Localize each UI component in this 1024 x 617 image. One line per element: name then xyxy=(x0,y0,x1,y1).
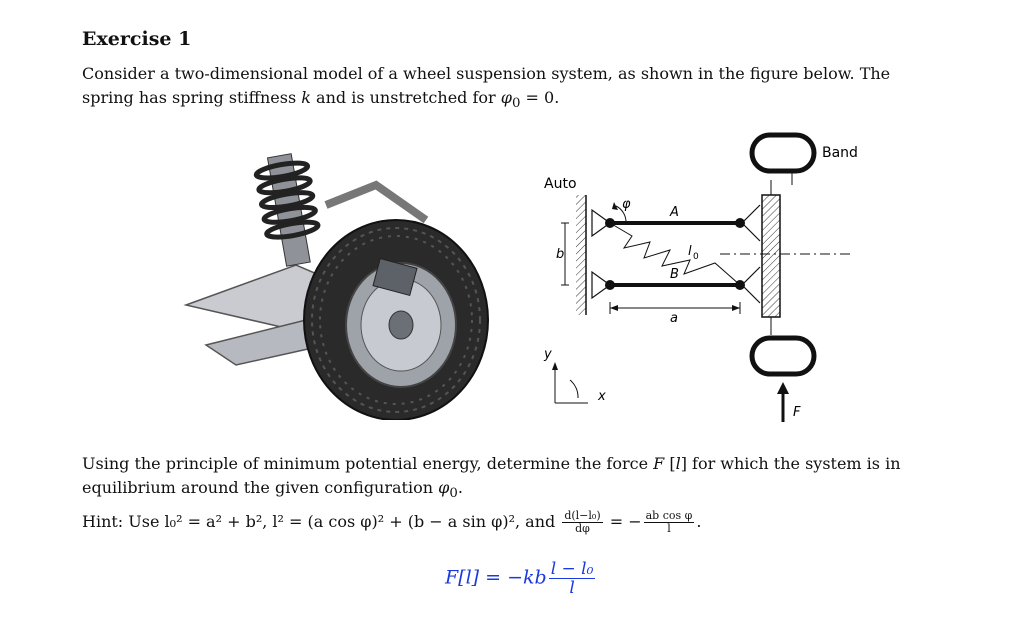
using-line1-c: ] for which the system is in xyxy=(680,454,901,473)
label-a-arm: A xyxy=(669,205,679,220)
hint-suffix: . xyxy=(696,512,702,531)
hint-fraction-1: d(l−l₀)dφ xyxy=(562,509,603,535)
answer-num: l − l₀ xyxy=(548,559,596,579)
intro-line2-a: spring has spring stiffness xyxy=(82,88,302,107)
label-band: Band xyxy=(822,145,858,161)
intro-phi0-sub: 0 xyxy=(511,96,521,112)
hint-frac2-num: ab cos φ xyxy=(643,509,695,523)
answer-lhs: F[l] = −kb xyxy=(445,566,547,589)
hint-prefix: Hint: Use xyxy=(82,512,165,531)
intro-phi0: φ xyxy=(500,88,512,107)
suspension-illustration xyxy=(176,145,496,420)
hint-frac1-num: d(l−l₀) xyxy=(562,509,603,523)
hint-line: Hint: Use l₀² = a² + b², l² = (a cos φ)²… xyxy=(82,510,962,535)
intro-line1: Consider a two-dimensional model of a wh… xyxy=(82,64,891,83)
task-paragraph: Using the principle of minimum potential… xyxy=(82,452,962,506)
label-auto: Auto xyxy=(544,176,577,192)
using-F: F xyxy=(653,454,665,473)
label-a-dim: a xyxy=(670,311,678,326)
label-b-dim: b xyxy=(556,247,564,262)
label-f: F xyxy=(793,405,801,420)
intro-paragraph: Consider a two-dimensional model of a wh… xyxy=(82,62,962,116)
using-l: l xyxy=(675,454,681,473)
suspension-schematic: Auto A B l 0 φ b a Band F y x xyxy=(543,132,858,422)
label-x: x xyxy=(597,389,606,404)
using-phi0: φ xyxy=(438,478,450,497)
intro-line2-c: = 0. xyxy=(520,88,560,107)
using-line2-a: equilibrium around the given configurati… xyxy=(82,478,439,497)
exercise-title: Exercise 1 xyxy=(82,28,192,50)
spring xyxy=(609,222,741,286)
car-wall xyxy=(576,195,586,315)
using-line2-b: . xyxy=(457,478,463,497)
label-y: y xyxy=(543,347,552,362)
intro-line2-b: and is unstretched for xyxy=(310,88,501,107)
label-l0: l xyxy=(688,244,692,259)
label-l0-sub: 0 xyxy=(693,252,699,262)
hint-frac1-den: dφ xyxy=(575,522,590,535)
tire-top xyxy=(749,132,817,174)
using-phi0-sub: 0 xyxy=(449,486,458,502)
hint-eq1: l₀² = a² + b², l² = (a cos φ)² + (b − a … xyxy=(164,512,561,531)
label-phi: φ xyxy=(622,197,631,212)
hint-eq2: = − xyxy=(604,512,642,531)
using-line1-a: Using the principle of minimum potential… xyxy=(82,454,654,473)
intro-k: k xyxy=(301,88,311,107)
label-b-arm: B xyxy=(670,267,679,282)
tire-bottom xyxy=(749,335,817,377)
hint-frac2-den: l xyxy=(667,522,671,535)
using-line1-b: [ xyxy=(664,454,676,473)
wheel-carrier xyxy=(761,194,781,318)
answer-den: l xyxy=(569,578,575,598)
